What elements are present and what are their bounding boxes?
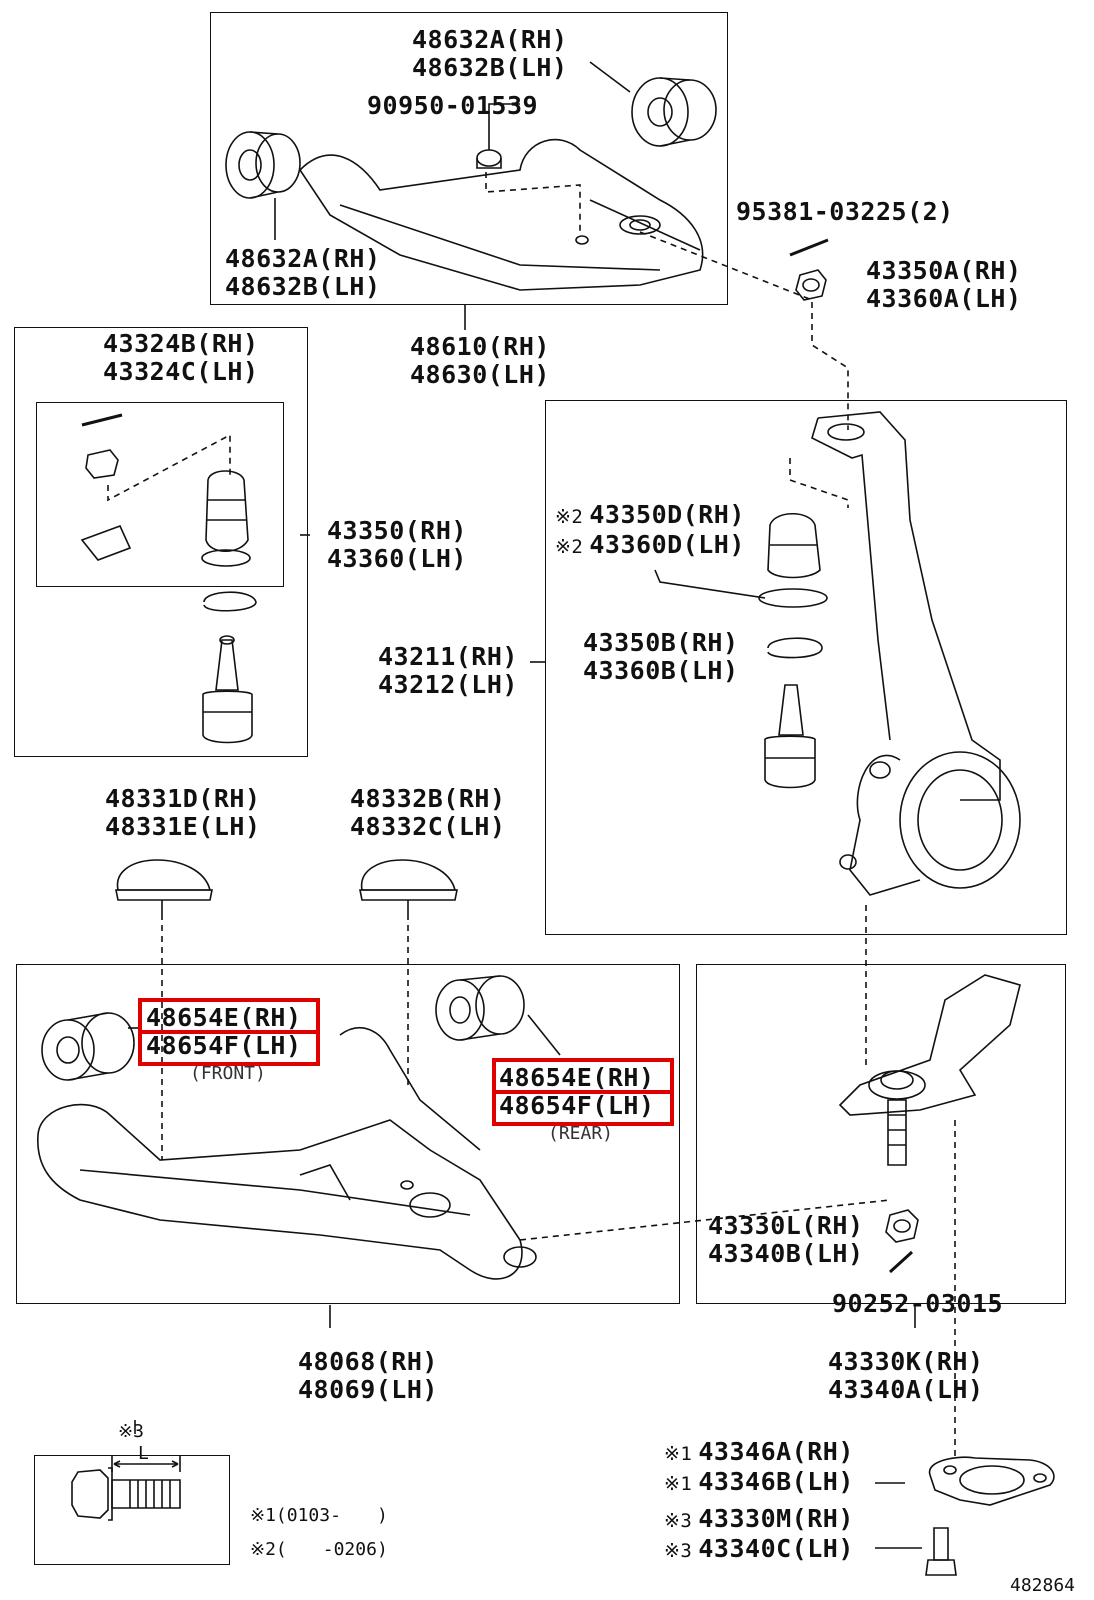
nut-lower-drawing — [886, 1210, 918, 1242]
inset-bolt-drawing — [72, 1420, 180, 1520]
upper-arm-label: 48610(RH) 48630(LH) — [410, 332, 550, 389]
cotter-pin-lower-drawing — [890, 1252, 912, 1272]
uca-bolt-label: 90950-01539 — [367, 91, 539, 120]
cotter-pin-upper-drawing — [790, 240, 828, 255]
steering-knuckle-drawing — [812, 412, 1020, 895]
highlight-front-lh — [138, 1030, 320, 1066]
knuckle-box — [545, 400, 1067, 935]
uca-bushing-left-drawing — [226, 132, 300, 198]
highlight-rear-lh — [492, 1090, 674, 1126]
lca-bushing-front-drawing — [42, 1013, 134, 1080]
diagram-id: 482864 — [1010, 1575, 1076, 1596]
dust-cover-drawing — [930, 1457, 1054, 1505]
bumper-b-label: 48332B(RH) 48332C(LH) — [350, 784, 506, 841]
cotter-pin-upper-label: 95381-03225(2) — [736, 197, 954, 226]
highlight-rear-rh — [492, 1058, 674, 1094]
lca-bush-front-note: (FRONT) — [190, 1063, 266, 1084]
part-number-rh: 48632A(RH) — [412, 25, 568, 54]
highlight-front-rh — [138, 998, 320, 1034]
snap-ring-upper-drawing — [204, 592, 256, 611]
bumper-d-label: 48331D(RH) 48331E(LH) — [105, 784, 261, 841]
lower-arm-box — [16, 964, 680, 1304]
lca-bushing-rear-drawing — [436, 976, 524, 1040]
lower-control-arm-drawing — [38, 1028, 536, 1279]
upper-arm-box — [210, 12, 728, 305]
inset-bolt-box — [34, 1455, 230, 1565]
note-1: ※1(0103- ) — [250, 1505, 388, 1526]
upper-balljoint-stud-drawing — [203, 636, 252, 743]
lca-bush-front-label: 48654E(RH) 48654F(LH) — [146, 1003, 302, 1060]
knuckle-balljoint-drawing — [765, 685, 815, 788]
boot-d-drawing — [759, 514, 827, 607]
nut-lower-label: 43330L(RH) 43340B(LH) — [708, 1211, 864, 1268]
balljoint-kit-box — [14, 327, 308, 757]
cotter-pin-lower-label: 90252-03015 — [832, 1289, 1004, 1318]
snap-ring-b-drawing — [768, 638, 822, 657]
uca-bushing-top-label: 48632A(RH) 48632B(LH) — [412, 26, 568, 82]
bumper-b-drawing — [360, 860, 457, 920]
lower-balljoint-box — [696, 964, 1066, 1304]
part-number-lh: 48632B(LH) — [412, 53, 568, 82]
bumper-d-drawing — [116, 860, 212, 920]
lower-arm-label: 48068(RH) 48069(LH) — [298, 1347, 438, 1404]
balljoint-kit-drawing — [82, 415, 250, 566]
inset-dimension: L — [138, 1443, 149, 1464]
note-2: ※2( -0206) — [250, 1539, 388, 1560]
nut-upper-label: 43350A(RH) 43360A(LH) — [866, 256, 1022, 313]
nut-upper-drawing — [796, 270, 826, 300]
lower-balljoint-drawing — [840, 975, 1020, 1165]
lca-bush-rear-note: (REAR) — [548, 1123, 614, 1144]
lower-balljoint-label: 43330K(RH) 43340A(LH) — [828, 1347, 984, 1404]
balljoint-kit-label: 43324B(RH) 43324C(LH) — [103, 329, 259, 386]
ring-b-label: 43350B(RH) 43360B(LH) — [583, 628, 739, 685]
upper-control-arm-drawing — [300, 140, 703, 290]
inset-mark: ※3 — [118, 1421, 144, 1442]
uca-bushing-left-label: 48632A(RH) 48632B(LH) — [225, 244, 381, 301]
bolt-drawing — [926, 1528, 956, 1575]
knuckle-label: 43211(RH) 43212(LH) — [378, 642, 518, 699]
uca-bushing-right-drawing — [632, 78, 716, 146]
lca-bush-rear-label: 48654E(RH) 48654F(LH) — [499, 1063, 655, 1120]
balljoint-kit-inner-box — [36, 402, 284, 587]
upper-balljoint-label: 43350(RH) 43360(LH) — [327, 516, 467, 573]
